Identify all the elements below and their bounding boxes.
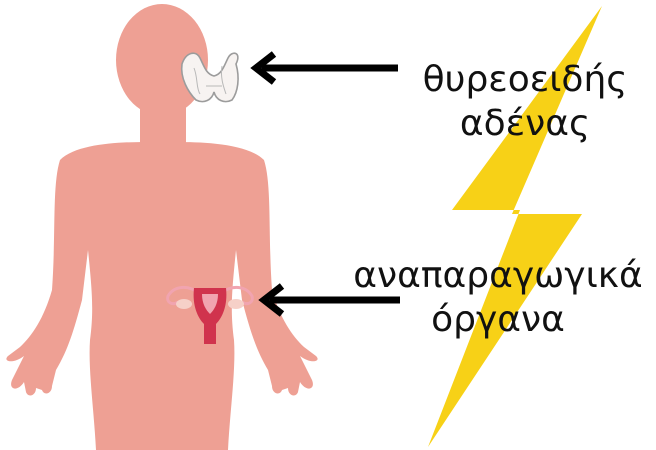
label-thyroid-line1: θυρεοειδής <box>400 58 650 102</box>
arrow-thyroid <box>256 54 398 82</box>
label-reproductive: αναπαραγωγικά όργανα <box>340 254 656 342</box>
ovary-right <box>228 299 244 309</box>
label-thyroid: θυρεοειδής αδένας <box>400 58 650 146</box>
label-reproductive-line1: αναπαραγωγικά <box>340 254 656 298</box>
label-reproductive-line2: όργανα <box>340 298 656 342</box>
label-thyroid-line2: αδένας <box>400 102 650 146</box>
thyroid-gland-icon <box>182 53 238 101</box>
ovary-left <box>176 299 192 309</box>
